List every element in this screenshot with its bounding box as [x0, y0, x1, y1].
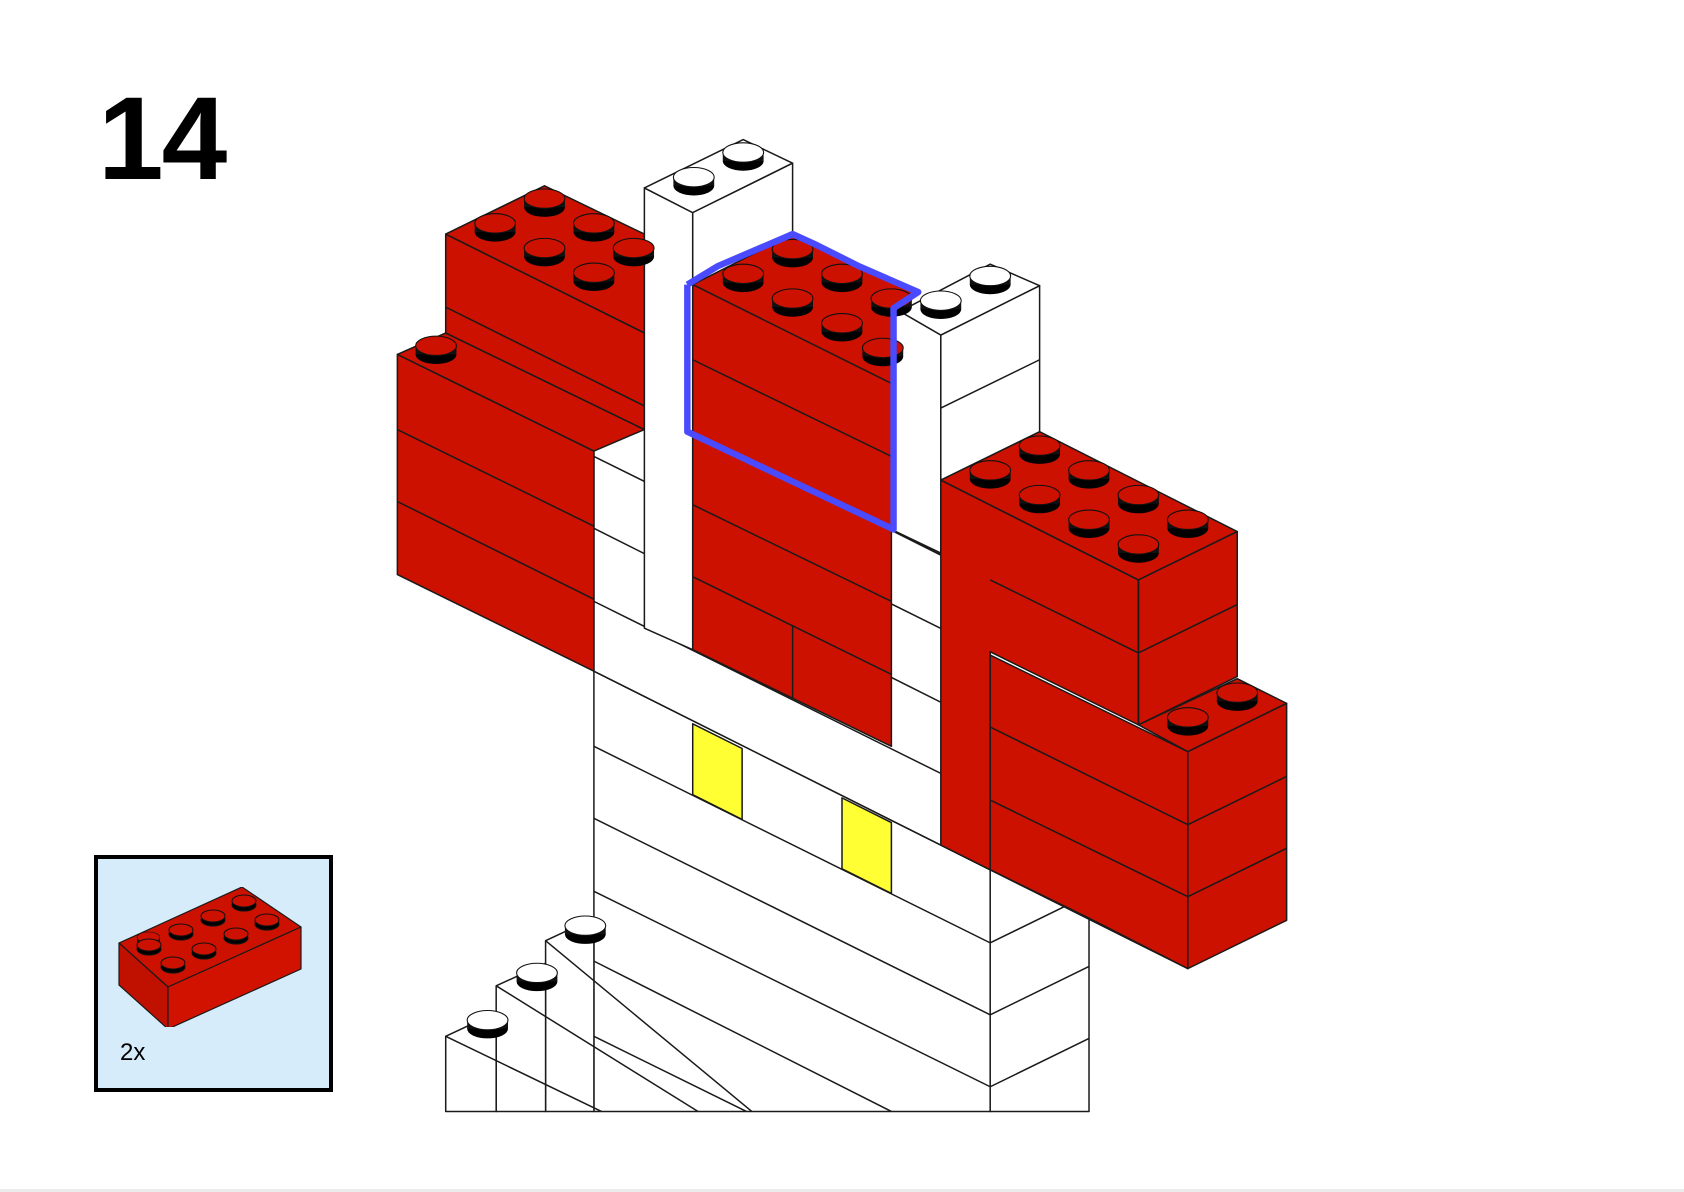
- page-bottom-border: [0, 1189, 1684, 1192]
- part-quantity: 2x: [120, 1039, 146, 1066]
- yellow-piece: [841, 797, 893, 895]
- red-brick-2x4-icon: [118, 887, 302, 1027]
- step-number: 14: [98, 73, 227, 205]
- yellow-piece: [691, 723, 743, 821]
- parts-callout: 2x: [94, 855, 333, 1092]
- new-brick-highlight: [684, 230, 922, 533]
